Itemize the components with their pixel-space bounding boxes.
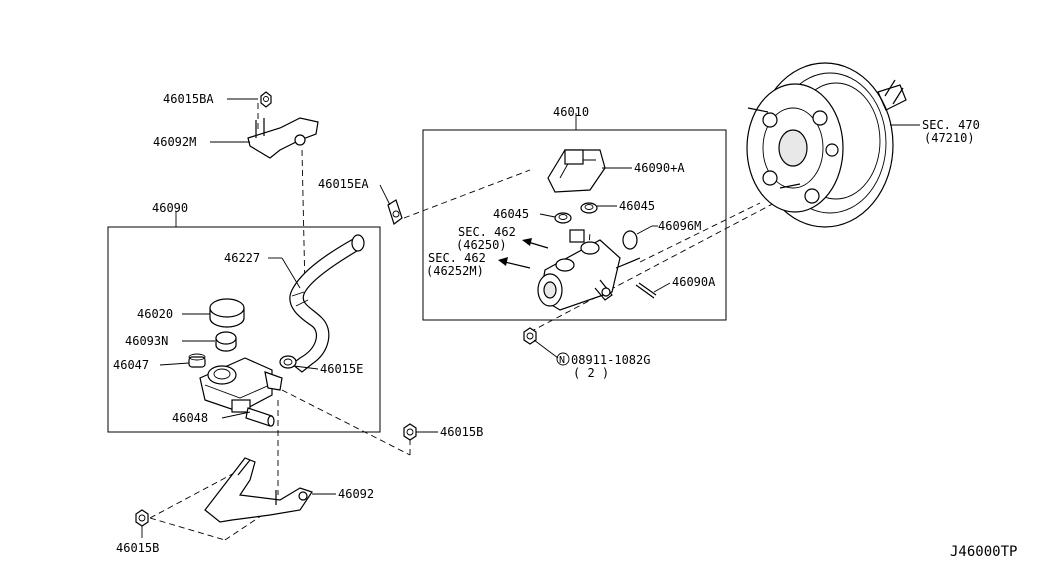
label-nut-ref: 08911-1082G [571, 353, 650, 367]
label-46090-plus-a: 46090+A [634, 161, 685, 175]
clamp-icon [279, 355, 297, 369]
label-nut-n-symbol: N [559, 355, 565, 366]
label-46048: 46048 [172, 411, 208, 425]
clip-icon [387, 199, 403, 225]
label-sec470-ref: (47210) [924, 131, 975, 145]
master-cylinder-icon [537, 229, 641, 311]
label-46090a: 46090A [672, 275, 716, 289]
pin-icon [635, 282, 657, 299]
nut-46015b-icon [135, 423, 417, 527]
nut-icon [523, 327, 537, 345]
diagram-code: J46000TP [950, 544, 1017, 560]
label-46047: 46047 [113, 358, 149, 372]
label-46015b-right: 46015B [440, 425, 483, 439]
reservoir-cap-icon [209, 298, 245, 328]
seal-icon [188, 353, 206, 368]
strainer-icon [215, 331, 237, 352]
label-sec462-b-ref: (46252M) [426, 264, 484, 278]
cylinder-reservoir-cap-icon [547, 149, 606, 193]
grommet-icon [554, 202, 598, 224]
label-sec462-b: SEC. 462 [428, 251, 486, 265]
nut-n-symbol-circle [556, 352, 570, 366]
reservoir-group-frame [107, 226, 381, 433]
label-46015ea: 46015EA [318, 177, 369, 191]
label-46092: 46092 [338, 487, 374, 501]
lower-bracket-icon [204, 457, 313, 523]
sec462-arrows [498, 238, 549, 269]
label-46090: 46090 [152, 201, 188, 215]
leader-lines [141, 98, 920, 538]
master-cylinder-group-frame [422, 129, 727, 321]
label-46010: 46010 [553, 105, 589, 119]
label-46045-right: 46045 [619, 199, 655, 213]
label-46015ba: 46015BA [163, 92, 214, 106]
label-46093n: 46093N [125, 334, 168, 348]
o-ring-icon [622, 230, 638, 250]
label-nut-qty: ( 2 ) [573, 366, 609, 380]
reservoir-tank-icon [199, 357, 283, 413]
label-46096m: 46096M [658, 219, 701, 233]
brake-booster-icon [746, 62, 907, 228]
label-46020: 46020 [137, 307, 173, 321]
bracket-icon [247, 117, 319, 159]
label-sec470: SEC. 470 [922, 118, 980, 132]
label-sec462-a-ref: (46250) [456, 238, 507, 252]
label-46015e: 46015E [320, 362, 363, 376]
label-sec462-a: SEC. 462 [458, 225, 516, 239]
assembly-dashed-lines [149, 103, 781, 541]
part-labels: 46015BA 46092M 46015EA 46090 46227 46020… [113, 92, 1017, 560]
hose-fitting-icon [245, 407, 275, 427]
label-46015b-bottom: 46015B [116, 541, 159, 555]
nut-46015ba-icon [260, 91, 272, 108]
label-46227: 46227 [224, 251, 260, 265]
label-46045-left: 46045 [493, 207, 529, 221]
hose-icon [289, 234, 365, 373]
label-46092m: 46092M [153, 135, 196, 149]
